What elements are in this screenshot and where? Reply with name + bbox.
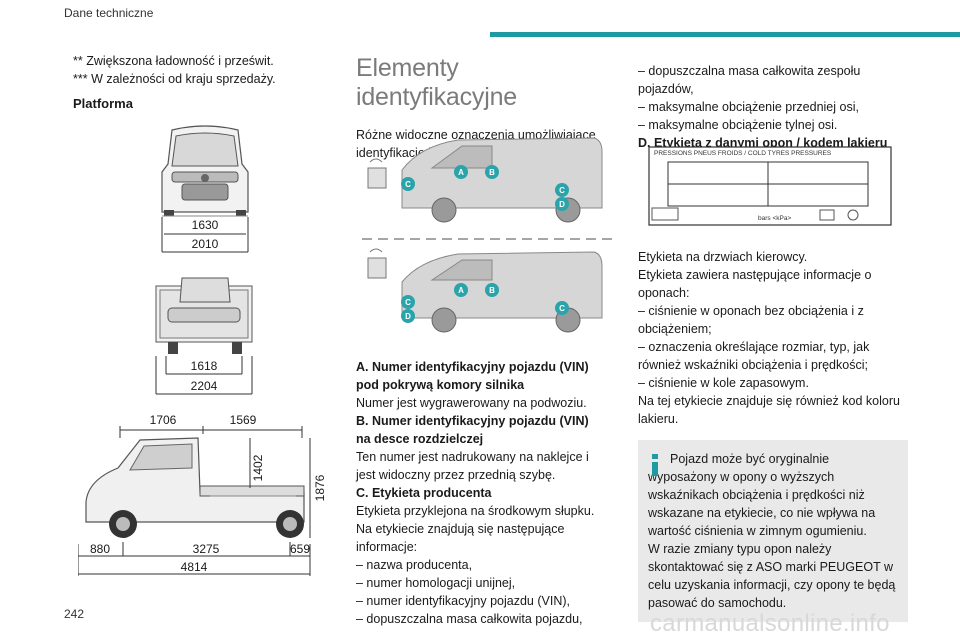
badge-d: D: [559, 200, 565, 209]
tire-text-2: Etykieta zawiera następujące informacje …: [638, 268, 872, 300]
side-dim-height-outer: 1876: [313, 474, 327, 501]
tire-text-4: – oznaczenia określające rozmiar, typ, j…: [638, 340, 870, 372]
item-c-text-1: Etykieta przyklejona na środkowym słupku…: [356, 504, 595, 518]
front-dim-inner: 1630: [192, 218, 219, 232]
rear-dim-inner: 1618: [191, 359, 218, 373]
badge-c-2: C: [559, 186, 565, 195]
van-diagram-top: A B C C D: [367, 137, 603, 223]
side-dim-top-left: 1706: [150, 413, 177, 427]
list-item: – numer identyfikacyjny pojazdu (VIN),: [356, 594, 570, 608]
list-item: – numer homologacji unijnej,: [356, 576, 516, 590]
front-view-drawing: 1630 2010: [161, 125, 249, 253]
item-a-text: Numer jest wygrawerowany na podwoziu.: [356, 396, 587, 410]
tire-text-3: – ciśnienie w oponach bez obciążenia i z…: [638, 304, 864, 336]
side-dim-total: 4814: [181, 560, 208, 574]
tire-text-6: Na tej etykiecie znajduje się również ko…: [638, 394, 900, 426]
side-dim-rear: 659: [290, 542, 310, 556]
rear-view-drawing: 1618 2204: [155, 277, 253, 395]
tire-pressure-label-drawing: PRESSIONS PNEUS FROIDS / COLD TYRES PRES…: [648, 146, 892, 226]
column-middle-lower: A. Numer identyfikacyjny pojazdu (VIN) p…: [356, 358, 606, 628]
section-title: Elementy identyfikacyjne: [356, 54, 517, 111]
footnote-1: ** Zwiększona ładowność i prześwit.: [73, 54, 274, 68]
side-dim-top-right: 1569: [230, 413, 257, 427]
side-dim-height-inner: 1402: [251, 454, 265, 481]
side-dim-wheelbase: 3275: [193, 542, 220, 556]
side-dim-front: 880: [90, 542, 110, 556]
tire-text-1: Etykieta na drzwiach kierowcy.: [638, 250, 808, 264]
item-c-heading: C. Etykieta producenta: [356, 486, 492, 500]
page-number: 242: [64, 607, 85, 621]
column-right-lower: Etykieta na drzwiach kierowcy. Etykieta …: [638, 248, 908, 622]
item-c-text-2: Na etykiecie znajdują się następujące in…: [356, 522, 565, 554]
list-item: – maksymalne obciążenie przedniej osi,: [638, 100, 859, 114]
rear-dim-outer: 2204: [191, 379, 218, 393]
list-item: – dopuszczalna masa całkowita zespołu po…: [638, 64, 861, 96]
note-text-2: W razie zmiany typu opon należy skontakt…: [648, 542, 896, 610]
van-diagram-bottom: A B C D C: [367, 248, 603, 333]
list-item: – dopuszczalna masa całkowita pojazdu,: [356, 612, 583, 626]
badge-a-bottom: A: [458, 286, 464, 295]
badge-c-bottom: C: [405, 298, 411, 307]
column-right: – dopuszczalna masa całkowita zespołu po…: [638, 62, 908, 152]
column-left: ** Zwiększona ładowność i prześwit. *** …: [73, 52, 333, 111]
list-item: – nazwa producenta,: [356, 558, 473, 572]
footnote-2: *** W zależności od kraju sprzedaży.: [73, 72, 276, 86]
item-b-heading: B. Numer identyfikacyjny pojazdu (VIN) n…: [356, 414, 589, 446]
header-title: Dane techniczne: [64, 6, 154, 20]
list-item: – maksymalne obciążenie tylnej osi.: [638, 118, 838, 132]
platform-heading: Platforma: [73, 96, 133, 111]
badge-c: C: [405, 180, 411, 189]
badge-c-bottom-2: C: [559, 304, 565, 313]
info-icon: [652, 454, 658, 476]
diagram-divider: [362, 238, 612, 240]
tire-text-5: – ciśnienie w kole zapasowym.: [638, 376, 809, 390]
item-b-text: Ten numer jest nadrukowany na naklejce i…: [356, 450, 589, 482]
header-accent-bar: [490, 32, 960, 37]
badge-a: A: [458, 168, 464, 177]
tire-label-units: bars <kPa>: [758, 215, 791, 222]
item-a-heading: A. Numer identyfikacyjny pojazdu (VIN) p…: [356, 360, 589, 392]
side-view-drawing: 1706 1569 1402 1876 880 3275 659 4814: [78, 413, 327, 576]
note-text-1: Pojazd może być oryginalnie wyposażony w…: [648, 452, 876, 538]
badge-b-bottom: B: [489, 286, 495, 295]
tire-label-title: PRESSIONS PNEUS FROIDS / COLD TYRES PRES…: [654, 150, 832, 157]
info-note: Pojazd może być oryginalnie wyposażony w…: [638, 440, 908, 622]
front-dim-outer: 2010: [192, 237, 219, 251]
badge-d-bottom: D: [405, 312, 411, 321]
badge-b: B: [489, 168, 495, 177]
watermark: carmanualsonline.info: [650, 610, 890, 637]
